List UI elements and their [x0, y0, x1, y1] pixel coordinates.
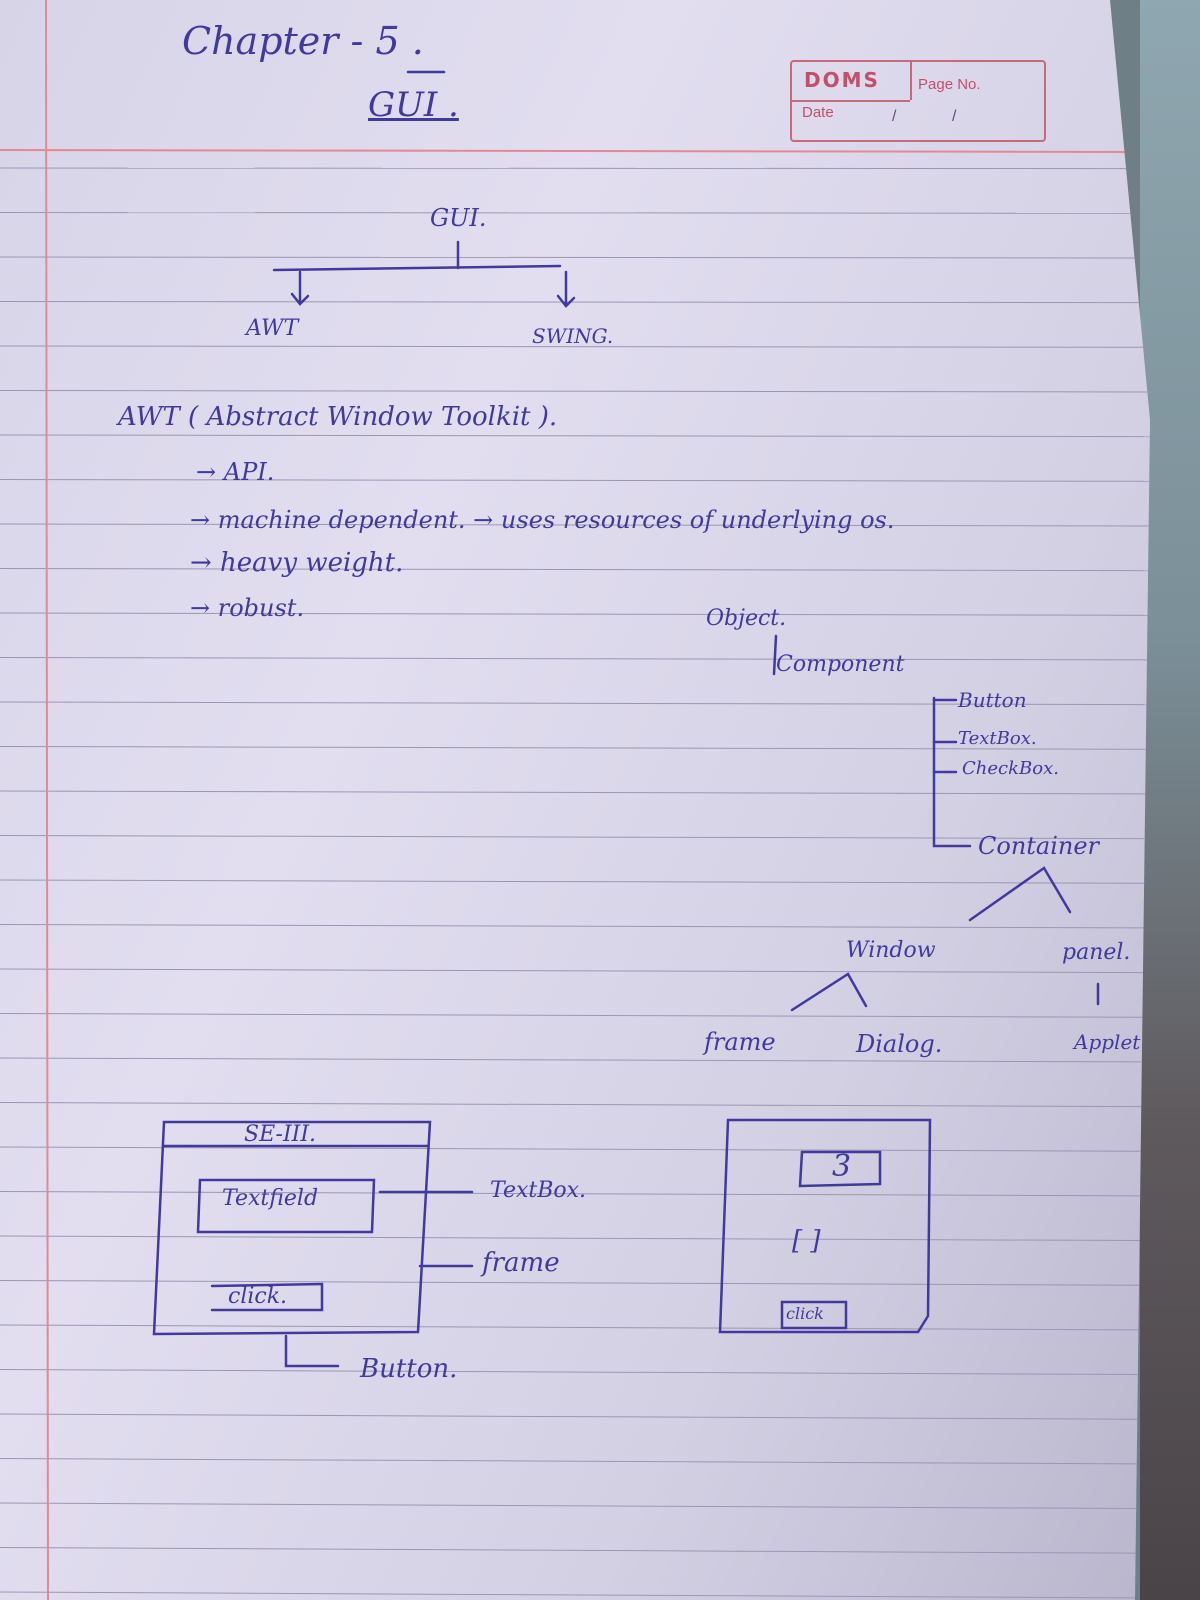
doms-logo: DOMS: [804, 68, 880, 92]
ruled-line: [0, 390, 1150, 393]
doms-page-box: DOMS Page No. Date / /: [790, 60, 1046, 142]
button-callout-label: Button.: [360, 1354, 458, 1384]
frame-class-label: frame: [704, 1028, 776, 1056]
margin-line: [45, 0, 49, 1600]
ruled-line: [0, 1013, 1150, 1018]
awt-point: → machine dependent. → uses resources of…: [190, 506, 895, 534]
hierarchy-connector: [932, 698, 958, 774]
ruled-line: [0, 1547, 1150, 1554]
sketch-frame-outline: [152, 1120, 432, 1336]
sketch2-mid-field: [ ]: [792, 1226, 821, 1256]
ruled-line: [0, 1591, 1150, 1599]
ruled-line: [0, 701, 1150, 706]
arrow-down-icon: [290, 270, 310, 306]
ruled-line: [0, 1057, 1150, 1063]
hierarchy-connector: [790, 972, 868, 1012]
ruled-line: [0, 612, 1150, 616]
tree-connector: [272, 264, 562, 272]
notebook-page: Chapter - 5 . GUI . DOMS Page No. Date /…: [0, 0, 1150, 1600]
window-class-label: Window: [846, 938, 936, 963]
chapter-title: Chapter - 5 .: [182, 19, 424, 63]
ruled-line: [0, 167, 1150, 170]
ruled-line: [0, 523, 1150, 527]
sketch-textfield: Textfield: [222, 1186, 319, 1211]
applet-class-label: Applet.: [1074, 1030, 1147, 1054]
background-surface: [1140, 0, 1200, 1600]
sketch2-click-button: click: [786, 1304, 824, 1323]
awt-point: → heavy weight.: [190, 548, 404, 578]
hierarchy-connector: [772, 634, 778, 676]
awt-point: → API.: [196, 458, 275, 486]
component-label: Component: [776, 652, 905, 677]
ruled-line: [0, 835, 1150, 840]
date-separator: /: [892, 108, 897, 125]
dialog-class-label: Dialog.: [856, 1030, 943, 1058]
ruled-line: [0, 968, 1150, 974]
ruled-line: [0, 1102, 1150, 1108]
ruled-line: [0, 746, 1150, 750]
callout-line: [284, 1334, 340, 1368]
ruled-line: [0, 301, 1150, 304]
ruled-line: [0, 1235, 1150, 1242]
hand-drawn-strokes: [152, 70, 1100, 1368]
ruled-line: [0, 1369, 1150, 1376]
ruled-line: [0, 1502, 1150, 1510]
sketch2-button-box: [780, 1300, 848, 1330]
container-class-label: Container: [978, 832, 1100, 860]
header-rule: [0, 149, 1150, 153]
sketch-window-title: SE-III.: [244, 1122, 317, 1147]
ruled-line: [0, 256, 1150, 259]
ruled-line: [0, 657, 1150, 661]
sketch-button-box: [210, 1282, 324, 1312]
ruled-line: [0, 790, 1150, 795]
awt-node-label: AWT: [246, 316, 299, 341]
sketch2-display-value: 3: [832, 1149, 852, 1184]
date-label: Date: [802, 104, 834, 121]
ruled-line: [0, 1146, 1150, 1152]
checkbox-class-label: CheckBox.: [962, 758, 1059, 779]
object-label: Object.: [706, 606, 787, 631]
hierarchy-connector: [932, 696, 972, 848]
ruled-line: [0, 1280, 1150, 1286]
ruled-line: [0, 924, 1150, 929]
swing-node-label: SWING.: [532, 324, 614, 348]
ruled-line: [0, 568, 1150, 572]
ruled-line: [0, 879, 1150, 884]
button-class-label: Button: [958, 688, 1027, 712]
textbox-class-label: TextBox.: [958, 728, 1037, 749]
page-no-label: Page No.: [918, 76, 981, 93]
sketch-click-button: click.: [228, 1284, 288, 1309]
date-separator: /: [952, 108, 957, 125]
doms-divider: [792, 100, 910, 102]
panel-class-label: panel.: [1062, 940, 1131, 965]
doms-divider: [910, 62, 912, 100]
ruled-line: [0, 1191, 1150, 1197]
sketch2-display-box: [798, 1150, 882, 1188]
sketch2-frame-outline: [718, 1118, 932, 1334]
ruled-line: [0, 1324, 1150, 1331]
ruled-line: [0, 212, 1150, 214]
ruled-line: [0, 345, 1150, 348]
awt-point: → robust.: [190, 594, 305, 622]
frame-callout-label: frame: [482, 1248, 560, 1278]
textbox-callout-label: TextBox.: [490, 1178, 587, 1203]
gui-root-label: GUI.: [430, 204, 487, 232]
hierarchy-connector: [968, 866, 1072, 922]
ruled-line: [0, 1458, 1150, 1465]
ruled-line: [0, 479, 1150, 482]
ruled-line: [0, 434, 1150, 438]
awt-heading: AWT ( Abstract Window Toolkit ).: [118, 402, 558, 432]
ruled-lines: [0, 0, 1150, 1600]
arrow-down-icon: [556, 270, 576, 308]
sketch-textfield-box: [196, 1178, 376, 1234]
ruled-line: [0, 1413, 1150, 1420]
topic-title: GUI .: [368, 85, 459, 125]
